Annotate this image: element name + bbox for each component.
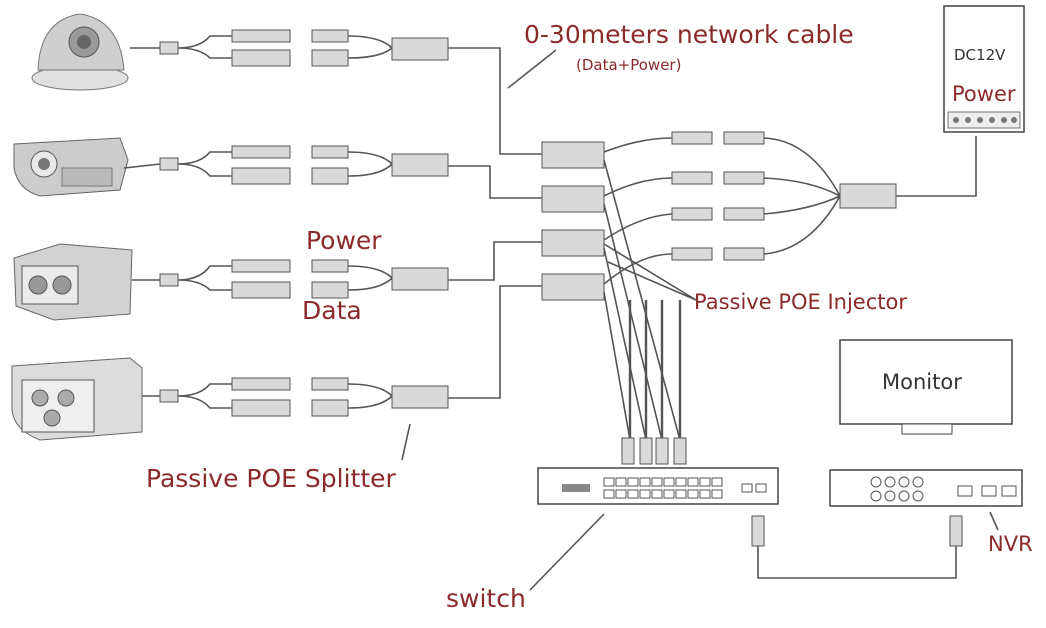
splitter-row-2 (123, 145, 542, 199)
dc-splitter-plug-icon (839, 183, 897, 209)
splitter-label: Passive POE Splitter (146, 464, 396, 493)
network-switch-icon (537, 437, 779, 505)
rj45-port-icon (311, 49, 349, 67)
bullet-camera-icon (13, 137, 129, 197)
power-label: Power (306, 226, 382, 255)
nvr-icon (829, 469, 1023, 507)
splitter-row-1 (130, 29, 542, 155)
dc-plug-icon (311, 29, 349, 43)
callout-lines (401, 49, 999, 591)
dc-plug-icon (231, 29, 291, 43)
dome-camera-icon (31, 13, 129, 91)
injector-label: Passive POE Injector (694, 290, 907, 314)
switch-nvr-cable (751, 515, 963, 579)
splitter-row-3 (132, 241, 542, 299)
bullet-camera-icon (11, 357, 143, 441)
switch-label: switch (446, 584, 526, 613)
monitor-icon (839, 339, 1013, 435)
rj45-port-icon (231, 49, 291, 67)
power-supply-unit (943, 5, 1025, 133)
box-camera-icon (13, 243, 133, 321)
nvr-label: NVR (988, 532, 1033, 556)
splitter-row-4 (142, 285, 542, 417)
dc-plug-pairs (671, 131, 977, 261)
cable-subtitle: (Data+Power) (576, 56, 682, 74)
rj45-plug-icon (391, 37, 449, 61)
data-label: Data (302, 296, 362, 325)
injector-stack (541, 137, 682, 441)
psu-power-label: Power (952, 82, 1016, 106)
cable-title: 0-30meters network cable (524, 20, 854, 49)
psu-voltage-label: DC12V (954, 46, 1006, 64)
monitor-label: Monitor (882, 370, 962, 394)
